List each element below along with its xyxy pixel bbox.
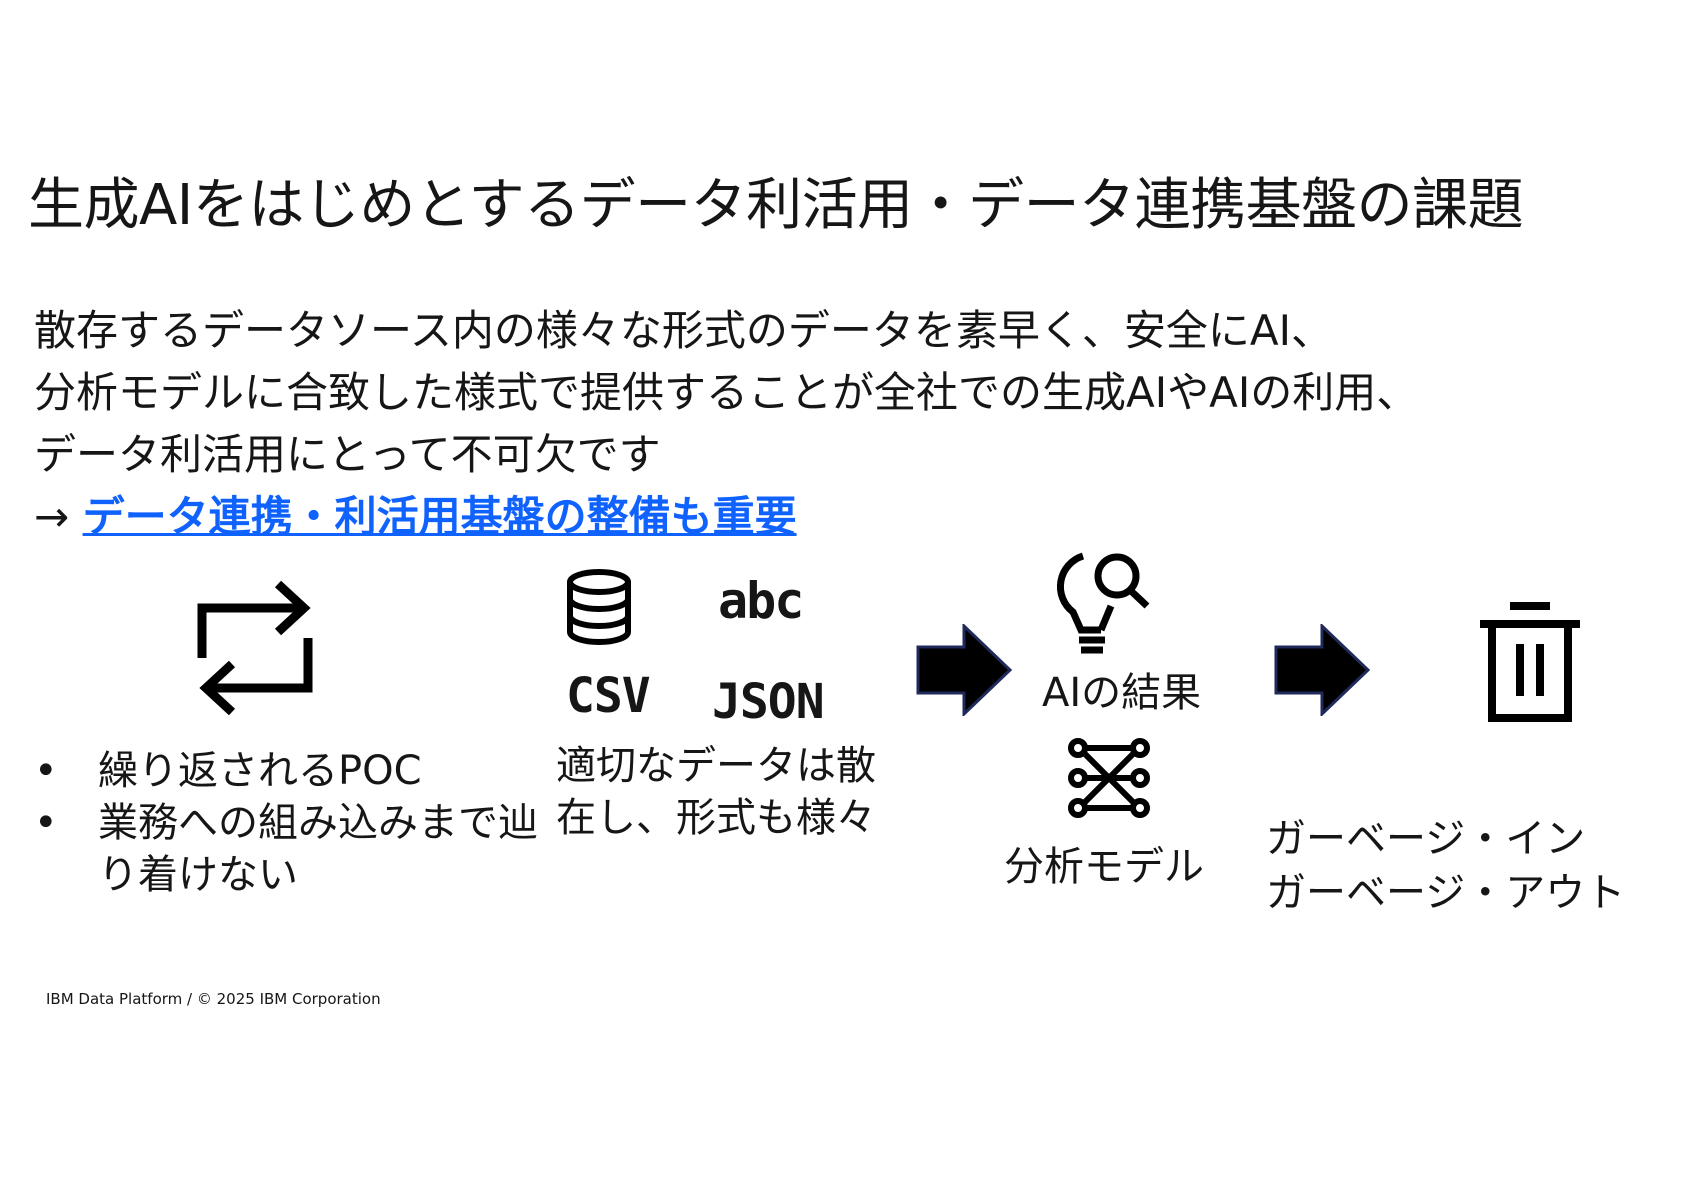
garbage-text: ガーベージ・イン ガーベージ・アウト — [1266, 812, 1625, 920]
right-arrow-icon — [916, 624, 1014, 716]
emphasis-line: → データ連携・利活用基盤の整備も重要 — [34, 486, 1418, 548]
csv-label: CSV — [566, 668, 651, 724]
database-icon — [564, 568, 634, 646]
list-item: 業務への組み込みまで辿り着けない — [30, 797, 538, 901]
footer: IBM Data Platform / © 2025 IBM Corporati… — [46, 990, 381, 1008]
trash-icon — [1478, 600, 1582, 724]
right-arrow-icon — [1274, 624, 1372, 716]
data-issue-text: 適切なデータは散在し、形式も様々 — [556, 743, 876, 841]
lightbulb-search-icon — [1055, 544, 1150, 654]
emphasis-link[interactable]: データ連携・利活用基盤の整備も重要 — [82, 492, 797, 541]
body-text: 散存するデータソース内の様々な形式のデータを素早く、安全にAI、 分析モデルに合… — [34, 300, 1418, 548]
arrow-glyph: → — [34, 492, 70, 541]
network-model-icon — [1068, 738, 1150, 818]
list-item: 繰り返されるPOC — [30, 745, 538, 797]
bullet-list: 繰り返されるPOC 業務への組み込みまで辿り着けない — [30, 745, 538, 901]
body-line: 分析モデルに合致した様式で提供することが全社での生成AIやAIの利用、 — [34, 368, 1419, 417]
garbage-line: ガーベージ・アウト — [1266, 870, 1626, 916]
model-label: 分析モデル — [1004, 844, 1204, 890]
body-line: データ利活用にとって不可欠です — [34, 430, 661, 479]
json-label: JSON — [712, 674, 825, 730]
garbage-line: ガーベージ・イン — [1266, 816, 1586, 862]
repeat-arrows-icon — [192, 578, 322, 718]
slide-title: 生成AIをはじめとするデータ利活用・データ連携基盤の課題 — [28, 173, 1524, 238]
ai-result-label: AIの結果 — [1042, 670, 1202, 716]
body-line: 散存するデータソース内の様々な形式のデータを素早く、安全にAI、 — [34, 306, 1334, 355]
abc-label: abc — [718, 572, 804, 630]
